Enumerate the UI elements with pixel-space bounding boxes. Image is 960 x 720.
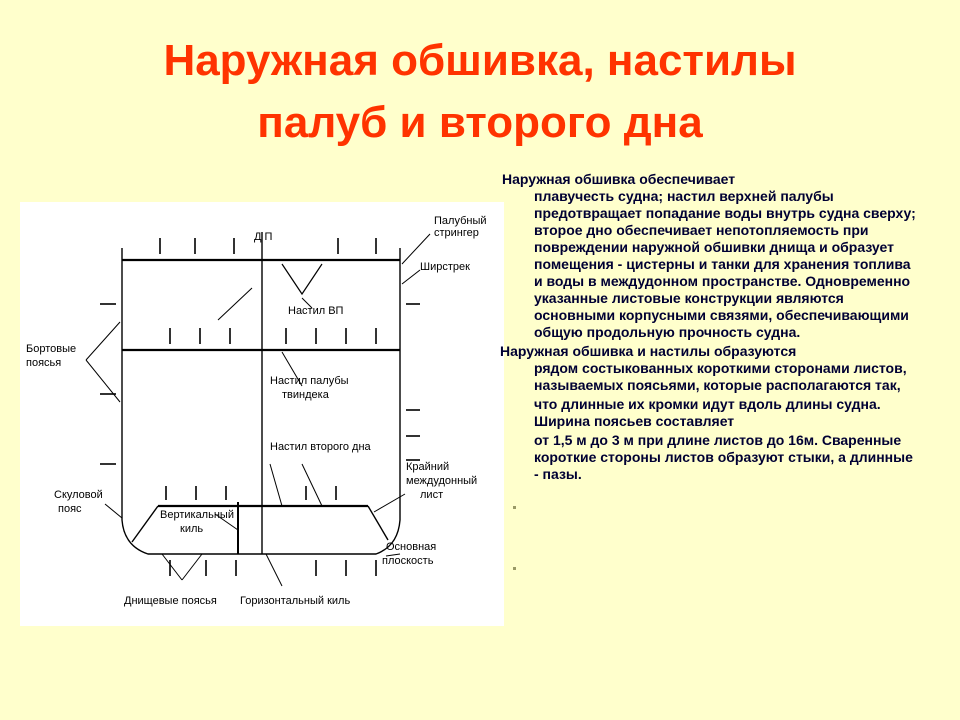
bullet-marker (513, 506, 516, 509)
label-base-plane-2: плоскость (382, 555, 434, 567)
bullet-marker (513, 567, 516, 570)
title-line-2: палуб и второго дна (257, 98, 703, 147)
label-margin-plate-1: Крайний (406, 461, 449, 473)
label-deck-stringer-2: стрингер (434, 227, 479, 239)
paragraph-2-body: рядом состыкованных короткими сторонами … (534, 360, 907, 393)
hull-section-drawing: Д П Палубный стрингер Ширстрек Настил ВП… (26, 215, 487, 607)
label-bottom-strakes: Днищевые пояcья (124, 595, 217, 607)
paragraph-1: Наружная обшивка обеспечивает плавучесть… (496, 171, 916, 341)
label-vertical-keel-1: Вертикальный (160, 509, 234, 521)
label-base-plane-1: Основная (386, 541, 436, 553)
label-tweendeck-2: твиндека (282, 389, 330, 401)
paragraph-2-lead: Наружная обшивка и настилы образуются (500, 343, 797, 359)
slide-title: Наружная обшивка, настилы палуб и второг… (0, 30, 960, 154)
paragraph-2-continuation-1: что длинные их кромки идут вдоль длины с… (534, 396, 881, 429)
label-deck-stringer-1: Палубный (434, 215, 487, 227)
label-inner-bottom: Настил второго дна (270, 441, 372, 453)
label-side-strakes-2: пояcья (26, 357, 61, 369)
label-margin-plate-3: лист (420, 489, 443, 501)
paragraph-2: Наружная обшивка и настилы образуются ря… (496, 343, 916, 483)
label-dp: Д П (254, 231, 273, 243)
paragraph-2-continuation-2: от 1,5 м до 3 м при длине листов до 16м.… (534, 432, 913, 482)
label-side-strakes-1: Бортовые (26, 343, 76, 355)
paragraph-1-body: плавучесть судна; настил верхней палубы … (534, 188, 916, 340)
slide-body: Наружная обшивка обеспечивает плавучесть… (496, 171, 916, 483)
hull-section-diagram: Д П Палубный стрингер Ширстрек Настил ВП… (20, 202, 504, 626)
margin-plate-left (131, 505, 159, 543)
label-tweendeck-1: Настил палубы (270, 375, 349, 387)
label-sheerstrake: Ширстрек (420, 261, 470, 273)
paragraph-1-lead: Наружная обшивка обеспечивает (502, 171, 736, 187)
title-line-1: Наружная обшивка, настилы (163, 36, 797, 85)
label-vertical-keel-2: киль (180, 523, 203, 535)
label-bilge-strake-2: пояс (58, 503, 82, 515)
label-bilge-strake-1: Скуловой (54, 489, 103, 501)
margin-plate-right (367, 505, 389, 541)
label-margin-plate-2: междудонный (406, 475, 477, 487)
label-flat-keel: Горизонтальный киль (240, 595, 350, 607)
label-upper-deck-plating: Настил ВП (288, 305, 344, 317)
